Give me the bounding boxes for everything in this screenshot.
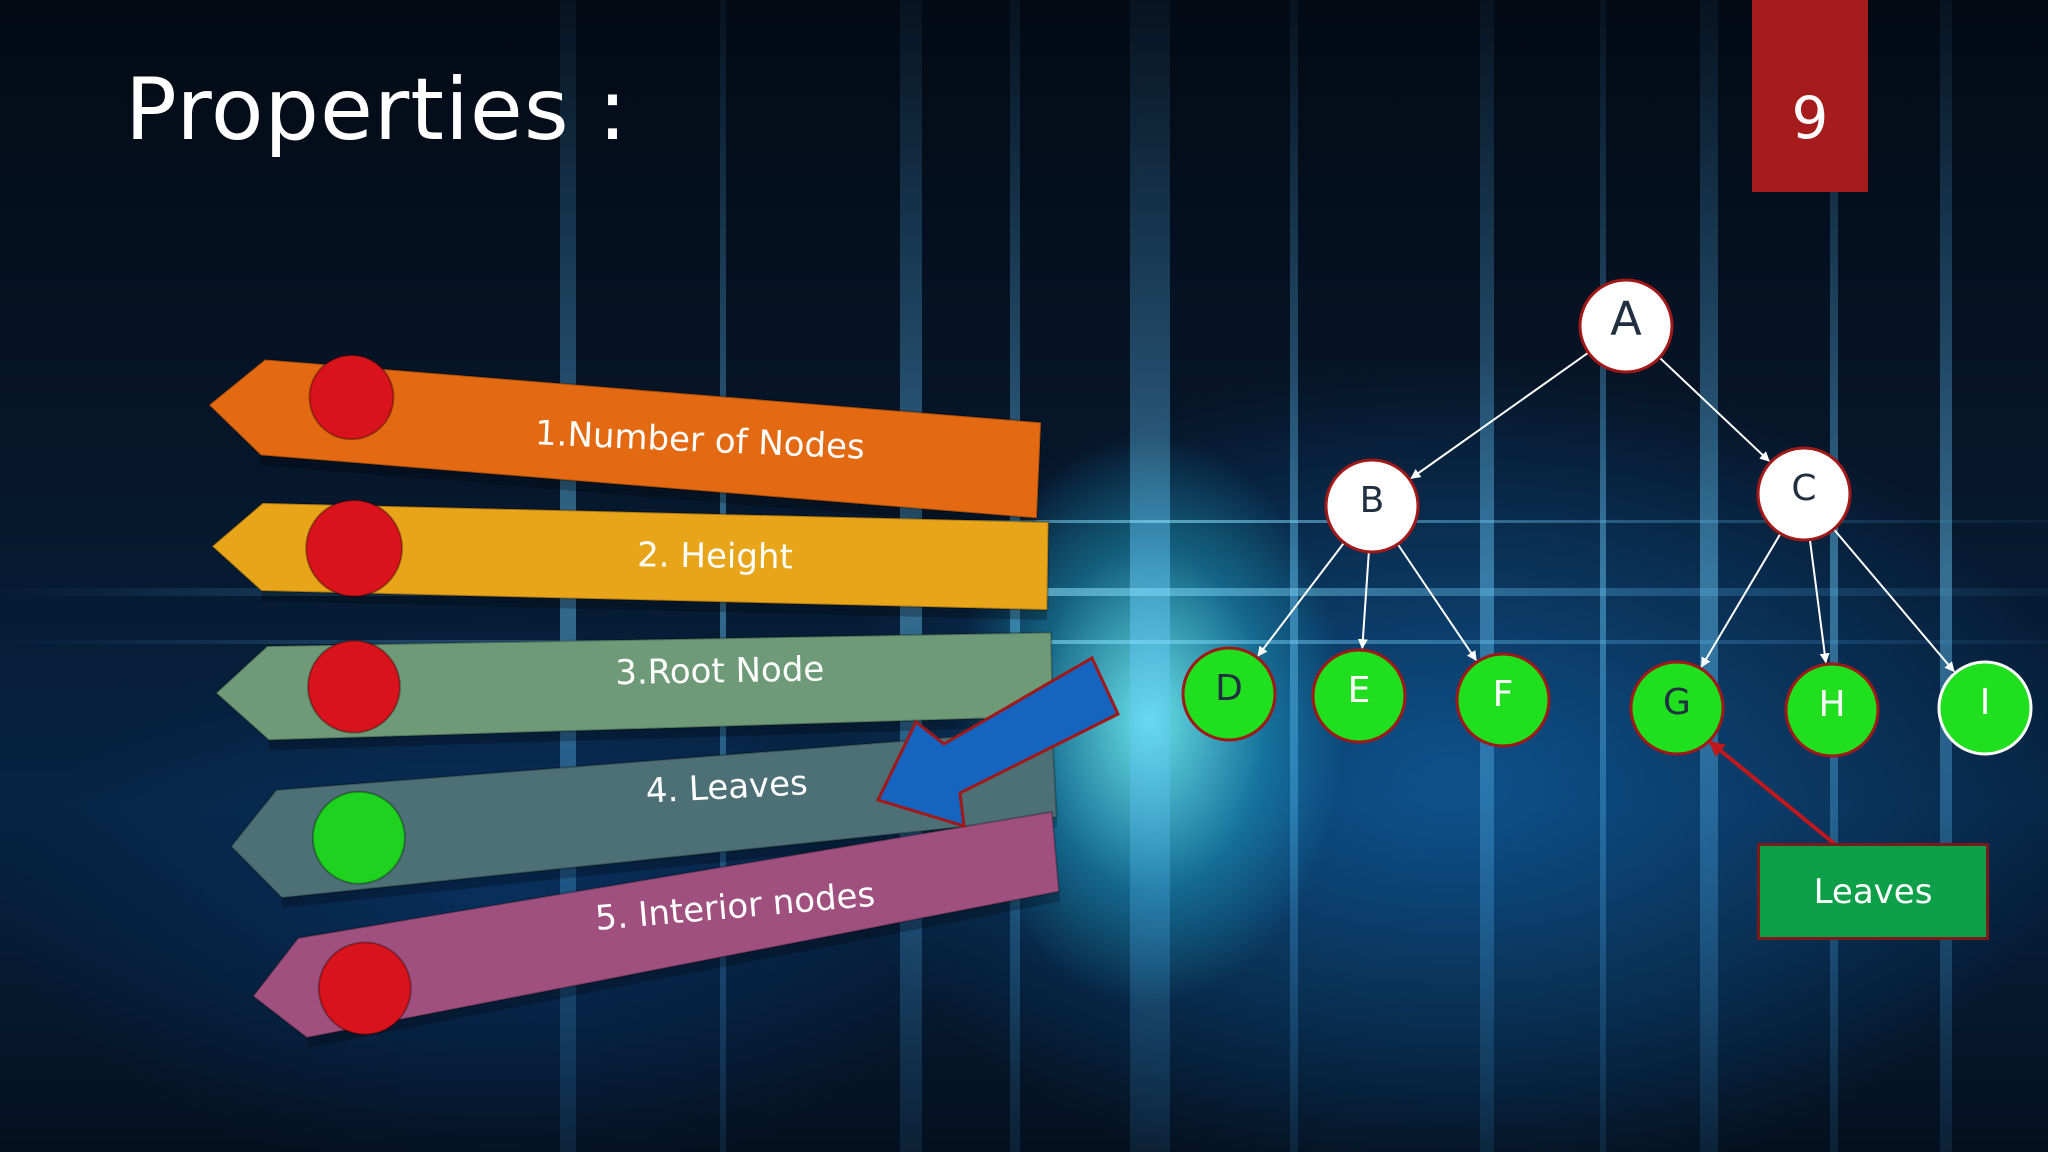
- tree-edge-b-f: [1396, 543, 1477, 662]
- tree-node-d: D: [1181, 646, 1277, 742]
- property-banner-root-node: 3.Root Node: [214, 631, 1054, 751]
- tree-node-label: G: [1663, 682, 1691, 723]
- pointer-arrow-icon: [875, 655, 1120, 829]
- tree-node-g: G: [1629, 660, 1725, 756]
- tree-node-label: B: [1360, 480, 1385, 521]
- tree-node-circle: [1311, 648, 1407, 744]
- property-banner-height: 2. Height: [210, 499, 1050, 620]
- tree-edges: [1257, 351, 1955, 673]
- tree-node-e: E: [1311, 648, 1407, 744]
- tree-node-c: C: [1756, 446, 1852, 542]
- property-banner-number-of-nodes: 1.Number of Nodes: [207, 354, 1043, 529]
- tree-node-circle: [1578, 278, 1674, 374]
- tree-node-label: F: [1493, 674, 1514, 715]
- tree-node-label: H: [1818, 684, 1845, 725]
- property-label: 2. Height: [637, 535, 793, 577]
- tree-node-circle: [1324, 458, 1420, 554]
- status-dot-red: [317, 941, 412, 1036]
- tree-node-label: E: [1348, 670, 1371, 711]
- property-banner-leaves: 4. Leaves: [229, 728, 1058, 908]
- tree-node-label: A: [1610, 292, 1642, 346]
- leaves-callout-arrow: [1708, 740, 1838, 847]
- tree-edge-b-d: [1257, 542, 1345, 657]
- tree-node-a: A: [1578, 278, 1674, 374]
- tree-node-circle: [1937, 660, 2033, 756]
- leaves-callout: Leaves: [1757, 843, 1989, 940]
- tree-node-h: H: [1784, 662, 1880, 758]
- tree-edge-b-e: [1357, 551, 1370, 650]
- status-dot-red: [305, 499, 404, 598]
- tree-nodes: A B C D E F G H I: [1181, 278, 2033, 758]
- slide-title: Properties :: [125, 60, 628, 160]
- tree-edge-c-h: [1808, 539, 1830, 664]
- tree-node-circle: [1756, 446, 1852, 542]
- tree-node-circle: [1181, 646, 1277, 742]
- tree-node-circle: [1629, 660, 1725, 756]
- property-label: 3.Root Node: [615, 649, 825, 693]
- tree-node-label: D: [1215, 668, 1243, 709]
- tree-edge-a-b: [1410, 351, 1590, 480]
- status-dot-red: [308, 354, 395, 441]
- tree-node-b: B: [1324, 458, 1420, 554]
- status-dot-red: [306, 639, 401, 734]
- tree-node-label: I: [1980, 682, 1991, 723]
- tree-edge-c-g: [1700, 533, 1782, 668]
- tree-node-label: C: [1791, 468, 1816, 509]
- property-label: 4. Leaves: [645, 763, 809, 811]
- page-number: 9: [1791, 84, 1829, 152]
- property-banner-interior-nodes: 5. Interior nodes: [251, 810, 1061, 1048]
- page-number-badge: 9: [1752, 0, 1868, 192]
- tree-node-i: I: [1937, 660, 2033, 756]
- status-dot-green: [311, 790, 406, 885]
- tree-node-circle: [1784, 662, 1880, 758]
- tree-edge-a-c: [1658, 356, 1770, 462]
- tree-edge-c-i: [1832, 528, 1955, 673]
- tree-node-circle: [1455, 652, 1551, 748]
- tree-node-f: F: [1455, 652, 1551, 748]
